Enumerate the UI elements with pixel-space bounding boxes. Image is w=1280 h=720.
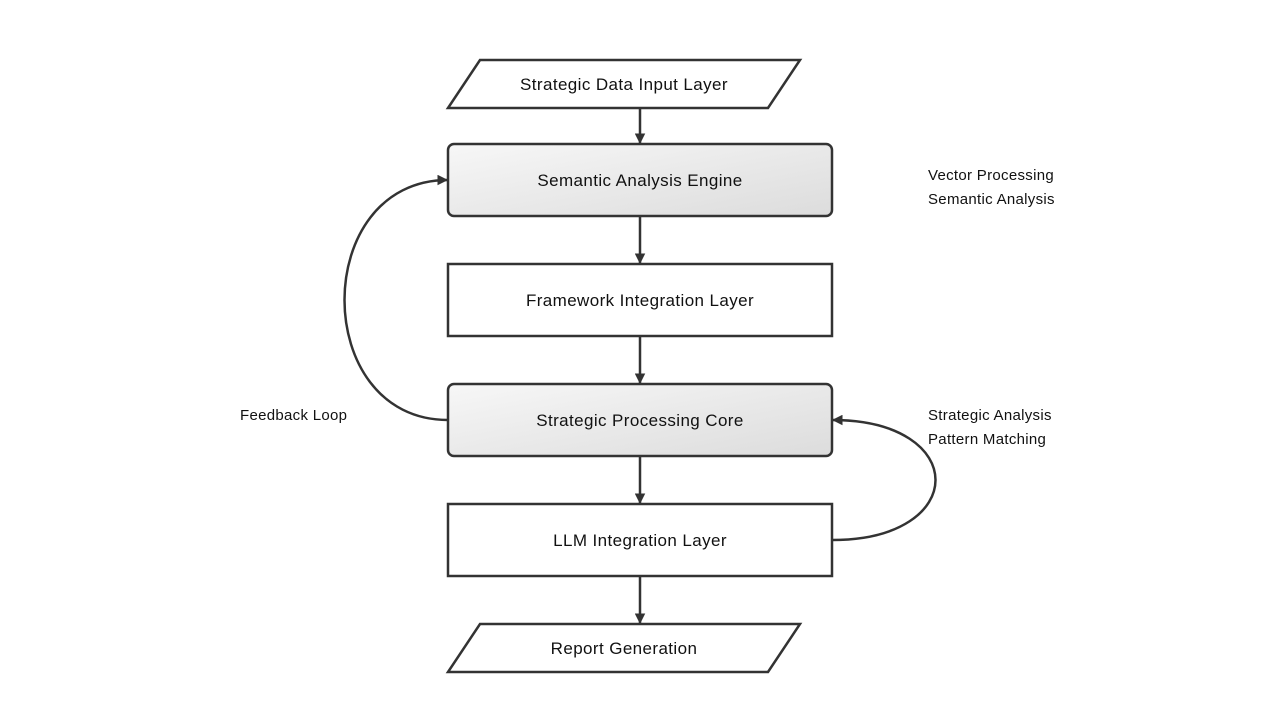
annotation-semantic-analysis: Semantic Analysis bbox=[928, 191, 1055, 208]
node-semantic-shape bbox=[446, 142, 834, 218]
node-semantic-analysis-engine[interactable]: Semantic Analysis Engine bbox=[446, 142, 834, 218]
annotation-feedback-loop: Feedback Loop bbox=[240, 407, 347, 424]
annotation-strategic-analysis: Strategic Analysis bbox=[928, 407, 1052, 424]
node-framework-shape bbox=[446, 262, 834, 338]
node-input-shape bbox=[445, 58, 803, 110]
annotation-pattern-matching: Pattern Matching bbox=[928, 431, 1046, 448]
node-strategic-data-input[interactable]: Strategic Data Input Layer bbox=[445, 58, 803, 110]
node-report-shape bbox=[445, 622, 803, 674]
edge-feedback-loop bbox=[343, 174, 449, 422]
node-framework-integration-layer[interactable]: Framework Integration Layer bbox=[446, 262, 834, 338]
edge-llm-to-core-loop bbox=[831, 414, 937, 542]
node-llm-shape bbox=[446, 502, 834, 578]
node-llm-label: LLM Integration Layer bbox=[553, 531, 727, 550]
node-report-label: Report Generation bbox=[551, 639, 698, 658]
node-report-generation[interactable]: Report Generation bbox=[445, 622, 803, 674]
node-strategic-processing-core[interactable]: Strategic Processing Core bbox=[446, 382, 834, 458]
node-input-label: Strategic Data Input Layer bbox=[520, 75, 728, 94]
node-semantic-label: Semantic Analysis Engine bbox=[537, 171, 742, 190]
annotation-vector-processing: Vector Processing bbox=[928, 167, 1054, 184]
node-llm-integration-layer[interactable]: LLM Integration Layer bbox=[446, 502, 834, 578]
node-core-label: Strategic Processing Core bbox=[536, 411, 743, 430]
node-core-shape bbox=[446, 382, 834, 458]
node-framework-label: Framework Integration Layer bbox=[526, 291, 754, 310]
